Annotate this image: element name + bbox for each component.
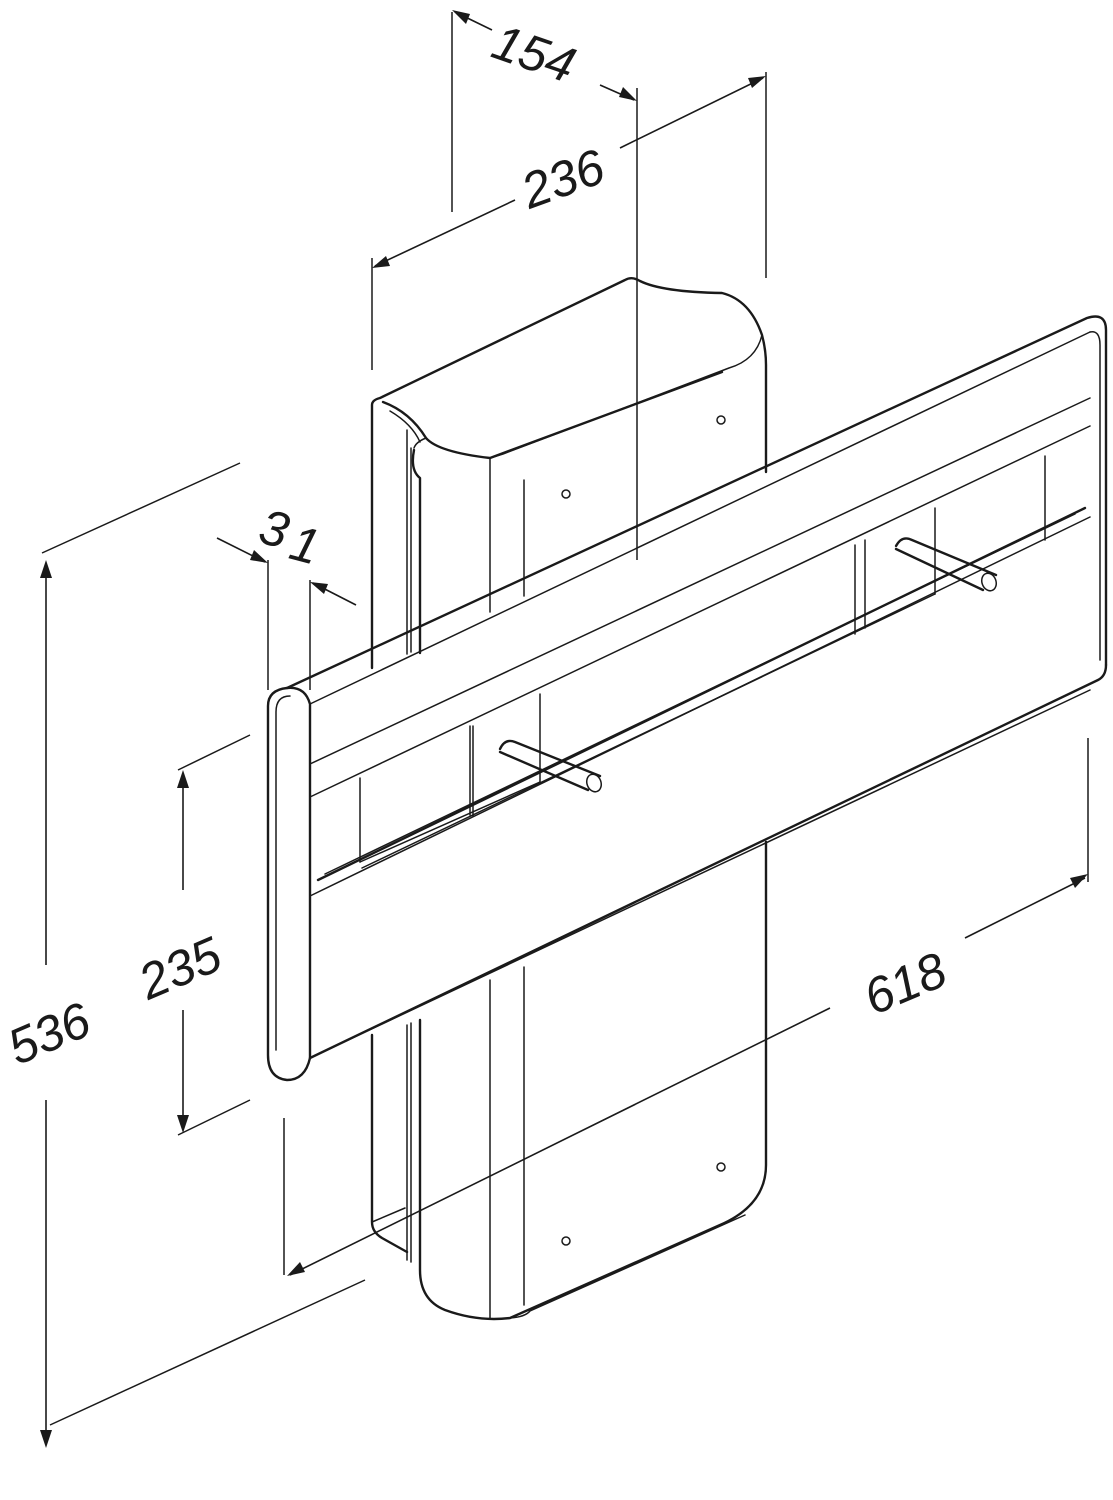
dimension-labels: 154 236 3 1 536 235 618 [0,14,955,1076]
dim-1-label: 1 [284,514,325,575]
dimension-lines [40,10,1089,1448]
dim-536-label: 536 [0,992,99,1076]
dim-618-label: 618 [856,942,955,1026]
washbasin-panel [266,315,1108,1082]
dim-236-label: 236 [513,138,612,220]
dim-154-label: 154 [485,14,582,94]
dim-235-label: 235 [130,926,230,1011]
mounting-column [370,277,768,1321]
